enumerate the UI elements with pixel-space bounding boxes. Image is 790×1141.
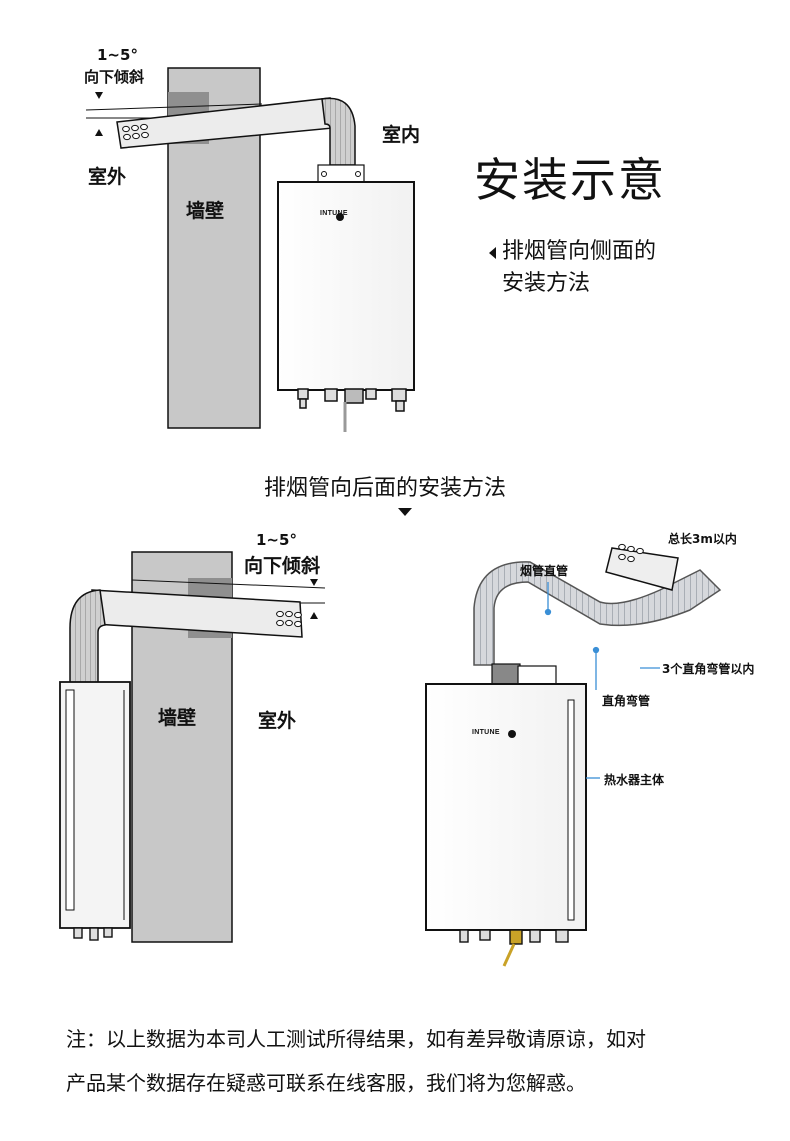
top-indoor-label: 室内 [382,124,421,146]
top-tilt-label: 向下倾斜 [84,68,145,86]
side-method-line1: 排烟管向侧面的 [502,239,657,264]
top-diagram [85,67,415,432]
bl-wall-label: 墙壁 [158,707,197,729]
top-pipe-holes [122,123,149,141]
br-heater-body [425,683,587,931]
br-heater-body-label: 热水器主体 [604,773,665,787]
br-elbow-limit: 3个直角弯管以内 [662,662,755,676]
br-duct [473,561,722,666]
br-outlet [605,547,679,591]
bottom-right-diagram [425,543,722,967]
br-elbow: 直角弯管 [602,694,651,708]
bl-exhaust-pipe [91,589,303,638]
side-method-line2: 安装方法 [502,271,591,296]
top-heater-body [277,181,415,391]
top-brand-logo: INTUNE [320,210,348,217]
bl-tilt-angle: 1~5° [256,531,297,549]
rear-method-title: 排烟管向后面的安装方法 [264,476,507,501]
note-line2: 产品某个数据存在疑惑可联系在线客服，我们将为您解惑。 [66,1071,586,1095]
bottom-left-diagram [59,551,326,943]
br-brand-logo: INTUNE [472,729,500,736]
triangle-bullet-icon [489,247,496,259]
page-title: 安装示意 [474,153,666,207]
top-tilt-angle: 1~5° [97,46,138,64]
br-straight-pipe: 烟管直管 [520,564,569,578]
bl-elbow [69,589,106,685]
down-arrow-icon [398,508,412,516]
top-outdoor-label: 室外 [88,166,127,188]
top-heater-fittings [297,388,407,412]
top-elbow [321,97,356,166]
bl-outdoor-label: 室外 [258,710,297,732]
br-total-length: 总长3m以内 [668,532,737,546]
bl-tilt-label: 向下倾斜 [244,555,321,577]
top-wall-label: 墙壁 [186,200,225,222]
note-line1: 注：以上数据为本司人工测试所得结果，如有差异敬请原谅，如对 [66,1027,646,1051]
